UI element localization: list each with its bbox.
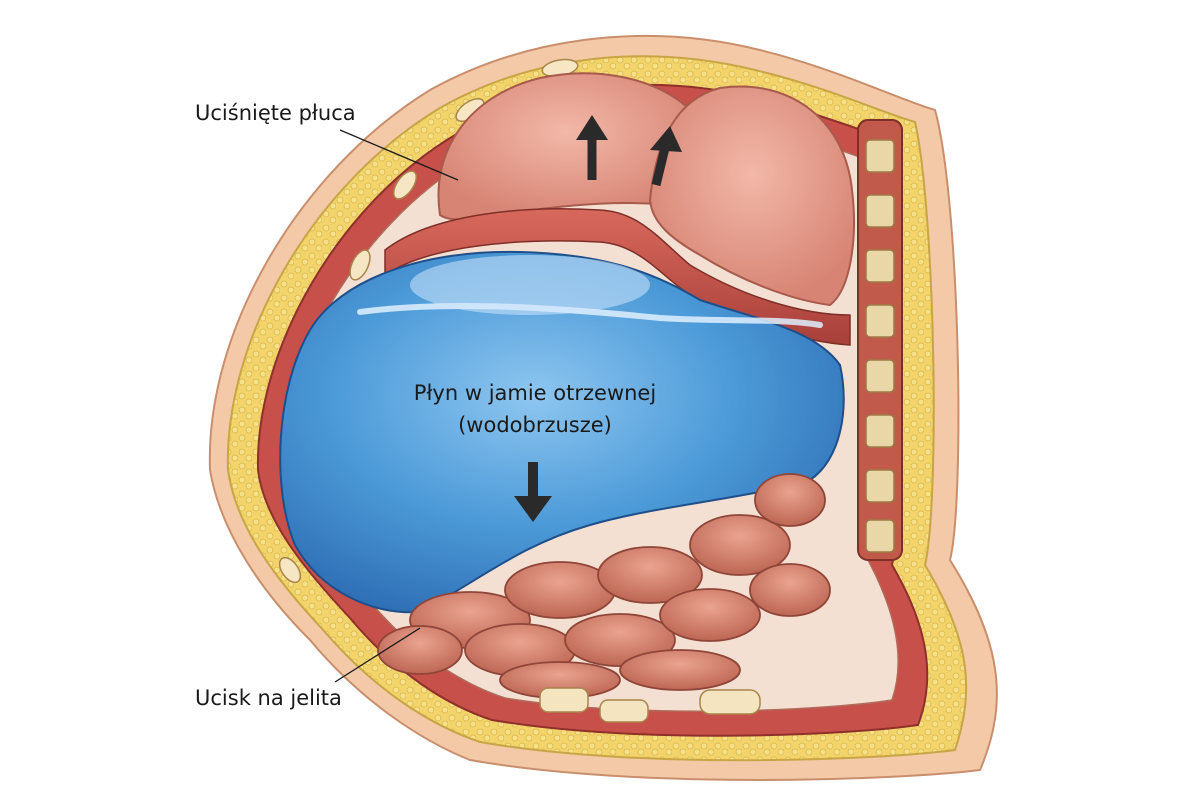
label-intestines: Ucisk na jelita [195,686,342,710]
spine [857,119,903,561]
label-lungs: Uciśnięte płuca [195,101,356,125]
label-fluid-line2: (wodobrzusze) [458,413,612,437]
arrow-up-right [650,126,682,187]
leader-line-lungs [339,129,459,181]
label-fluid-line1: Płyn w jamie otrzewnej [414,381,656,405]
right-lung [648,85,855,307]
fluid-reflection [410,255,650,315]
leader-line-intestines [334,627,421,683]
arrow-up-left [576,115,608,180]
intestines [377,473,831,699]
fluid-surface-highlight [357,303,823,328]
arrow-down [514,462,552,522]
pelvic-bones [539,687,761,723]
